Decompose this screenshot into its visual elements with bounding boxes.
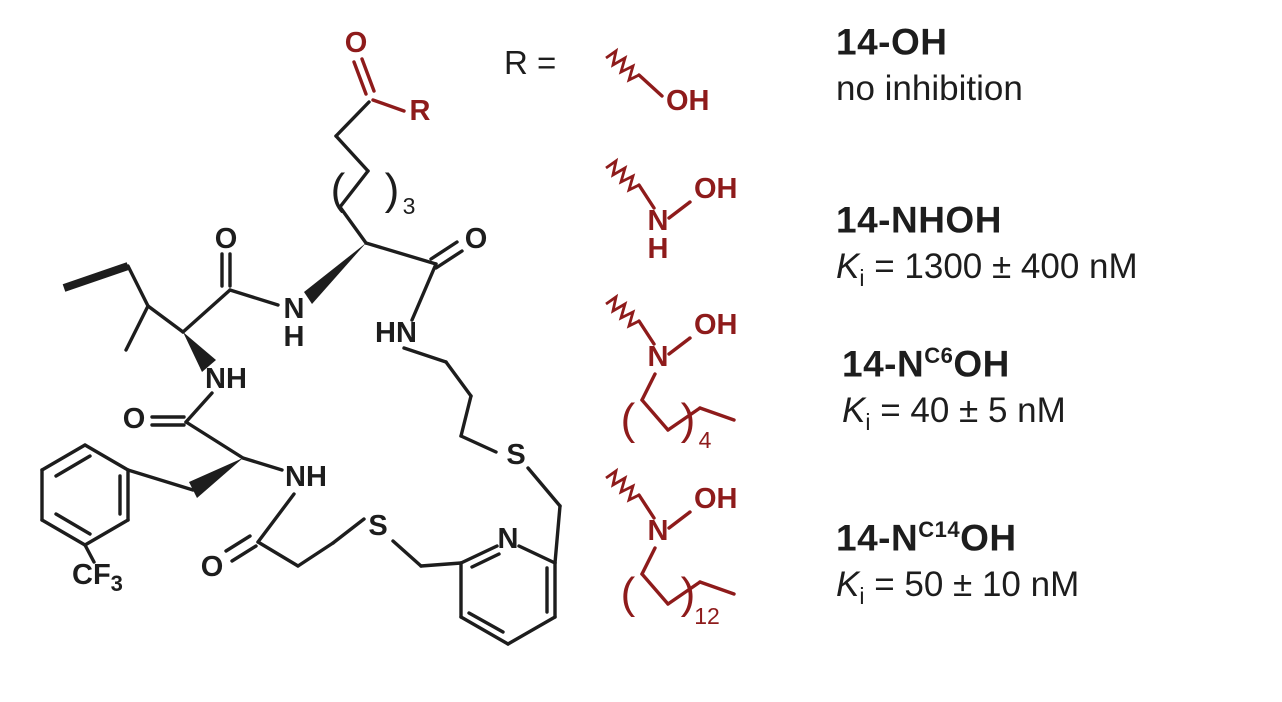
r3-n-label: N [648,341,669,373]
atom-label-s-left: S [368,510,387,542]
r2-oh-label: OH [694,173,738,205]
r-option-c14: N OH ( ) 12 [605,467,738,629]
paren-close-top: ) [385,165,400,214]
macrocycle-structure: O R ( ) 3 O N H O HN NH O NH O S S N CF3… [40,27,738,646]
ki-value: Ki = 40 ± 5 nM [842,391,1066,436]
r2-n-label: N [648,205,669,237]
atom-label-hn-right: HN [375,317,417,349]
r3-paren-close: ) [681,395,696,444]
attachment-squiggle [605,157,640,193]
compound-name: 14-OH [836,21,948,63]
atom-label-o-ile: O [215,223,238,255]
ki-value: Ki = 1300 ± 400 nM [836,247,1138,292]
r-definition-label: R = [504,44,556,81]
atom-label-n-pyridine: N [498,523,519,555]
atom-labels: O R ( ) 3 O N H O HN NH O NH O S S N CF3 [72,27,526,596]
r3-repeat-count: 4 [699,427,712,453]
ki-value: Ki = 50 ± 10 nM [836,565,1080,610]
atom-label-nh-ile: NH [205,363,247,395]
atom-label-o-bottom: O [201,551,224,583]
attachment-squiggle [605,467,640,503]
repeat-count-top: 3 [403,193,416,219]
atom-label-s-right: S [506,439,525,471]
compound-name: 14-NC6OH [842,343,1010,385]
paren-open-top: ( [331,165,346,214]
r3-oh-label: OH [694,309,738,341]
atom-label-o-phe: O [123,403,146,435]
stereo-wedges [183,243,366,498]
atom-label-h-amide-top: H [284,321,305,353]
r3-alkyl-chain [640,372,736,432]
entry-14-NC14OH: 14-NC14OH Ki = 50 ± 10 nM [836,508,1266,619]
compound-name: 14-NC14OH [836,517,1017,559]
inhibition-result: no inhibition [836,69,1023,109]
r2-h-label: H [648,233,669,265]
r-option-c6: N OH ( ) 4 [605,293,738,453]
atom-label-nh-phe: NH [285,461,327,493]
attachment-squiggle [605,47,640,83]
atom-label-cf3: CF3 [72,559,123,596]
attachment-squiggle [605,293,640,329]
r4-alkyl-chain [640,546,736,606]
r4-n-label: N [648,515,669,547]
r1-oh-label: OH [666,85,710,117]
r4-oh-label: OH [694,483,738,515]
r-option-hydroxylamine: N H OH [605,157,738,265]
entry-14-OH: 14-OH no inhibition [836,12,1266,112]
compound-name: 14-NHOH [836,199,1002,241]
r-carbonyl-bonds [352,57,406,113]
r-option-hydroxyl: OH [605,47,710,117]
r4-paren-open: ( [621,569,636,618]
r3-paren-open: ( [621,395,636,444]
macrocycle-bonds [40,100,562,646]
atom-label-o-right: O [465,223,488,255]
r4-repeat-count: 12 [694,603,720,629]
r4-paren-close: ) [681,569,696,618]
atom-label-r: R [410,95,431,127]
atom-label-n-amide-top: N [284,293,305,325]
atom-label-o-top: O [345,27,368,59]
entry-14-NHOH: 14-NHOH Ki = 1300 ± 400 nM [836,190,1266,301]
entry-14-NC6OH: 14-NC6OH Ki = 40 ± 5 nM [842,334,1272,445]
